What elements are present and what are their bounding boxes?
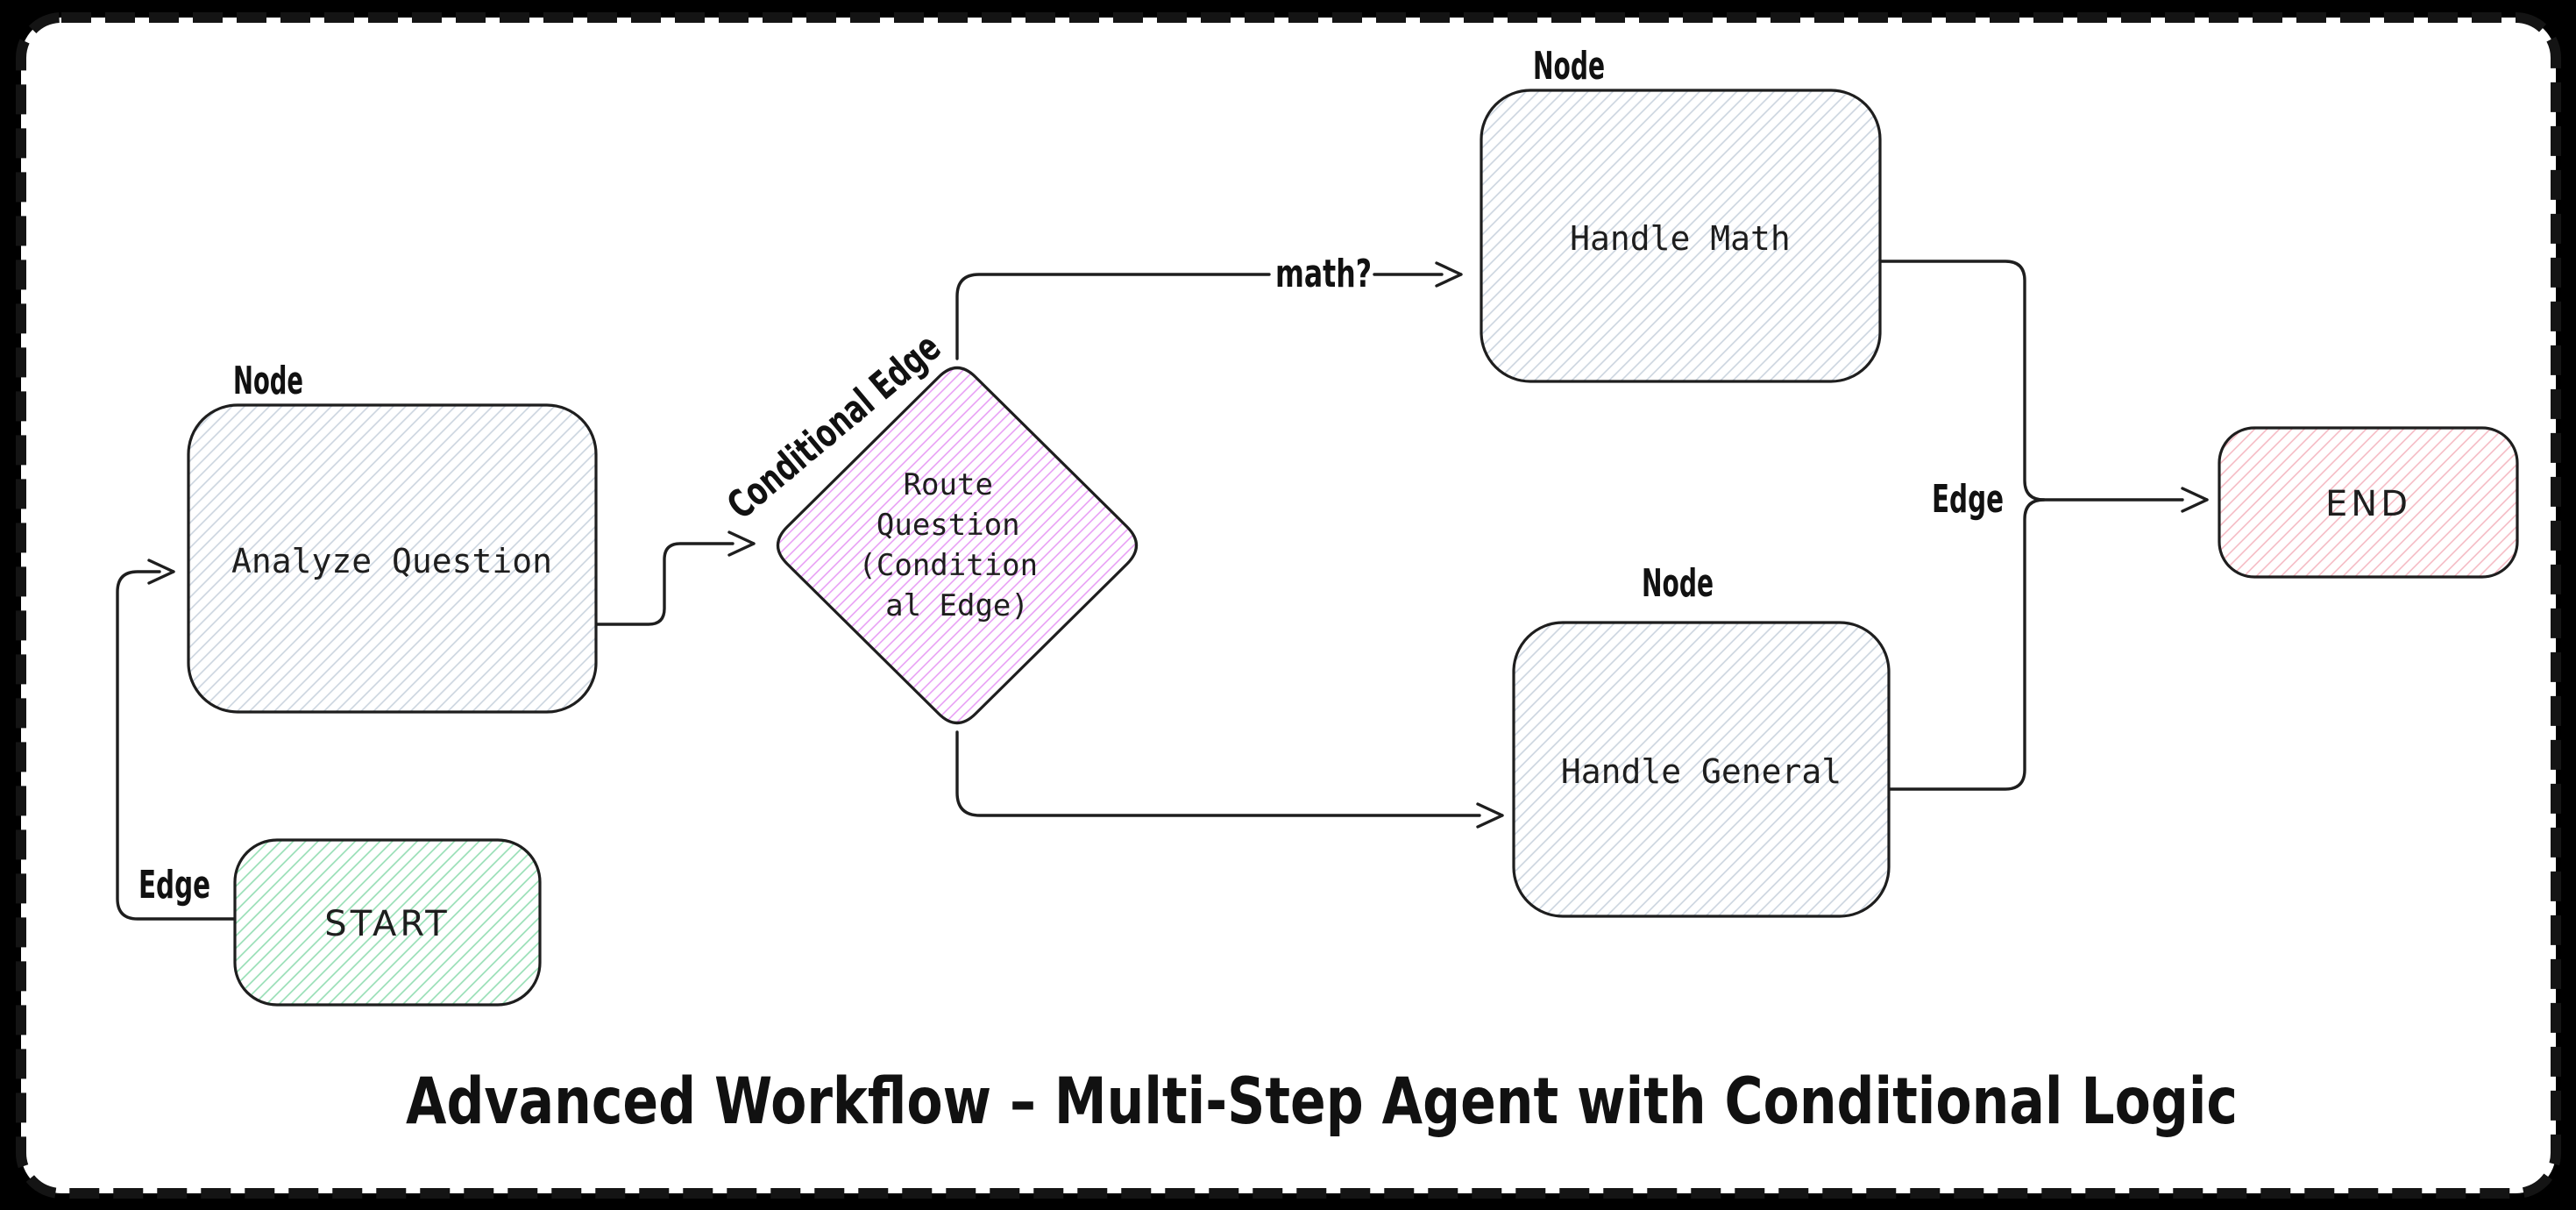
canvas-dashed-border <box>16 12 2561 1199</box>
node-analyze-question[interactable]: Analyze Question <box>187 403 598 714</box>
arrowhead-icon <box>147 559 175 585</box>
edge-start-to-analyze[interactable] <box>116 559 237 921</box>
node-handle-math[interactable]: Handle Math <box>1480 89 1882 383</box>
annotation-edge-start[interactable]: Edge <box>138 863 210 908</box>
annotation-edge-end[interactable]: Edge <box>1932 477 2004 522</box>
node-analyze-question-label: Analyze Question <box>231 542 552 580</box>
arrowhead-icon <box>727 530 756 557</box>
annotation-node-analyze[interactable]: Node <box>233 359 303 403</box>
annotation-node-handle-general[interactable]: Node <box>1642 561 1714 606</box>
arrowhead-icon <box>1476 802 1504 829</box>
arrowhead-icon <box>2181 487 2209 513</box>
annotation-math-condition[interactable]: math? <box>1275 252 1372 296</box>
edge-analyze-to-route[interactable] <box>594 530 756 626</box>
edge-route-to-handle-general[interactable] <box>955 730 1504 829</box>
node-end[interactable]: END <box>2218 426 2519 579</box>
node-route-question-label: Route Question (Condition al Edge) <box>858 458 1055 623</box>
diagram-title[interactable]: Advanced Workflow – Multi-Step Agent wit… <box>406 1064 2238 1139</box>
node-handle-general[interactable]: Handle General <box>1512 621 1891 918</box>
node-start-label: START <box>324 904 450 944</box>
edge-handlers-to-end[interactable] <box>1878 260 2209 791</box>
node-handle-math-label: Handle Math <box>1570 219 1791 258</box>
node-handle-general-label: Handle General <box>1561 752 1842 791</box>
edge-route-to-handle-math[interactable] <box>955 261 1463 360</box>
node-end-label: END <box>2325 484 2411 524</box>
node-route-question[interactable]: Route Question (Condition al Edge) <box>776 366 1139 725</box>
annotation-node-handle-math[interactable]: Node <box>1533 44 1605 89</box>
node-start[interactable]: START <box>233 838 542 1007</box>
arrowhead-icon <box>1435 261 1463 288</box>
